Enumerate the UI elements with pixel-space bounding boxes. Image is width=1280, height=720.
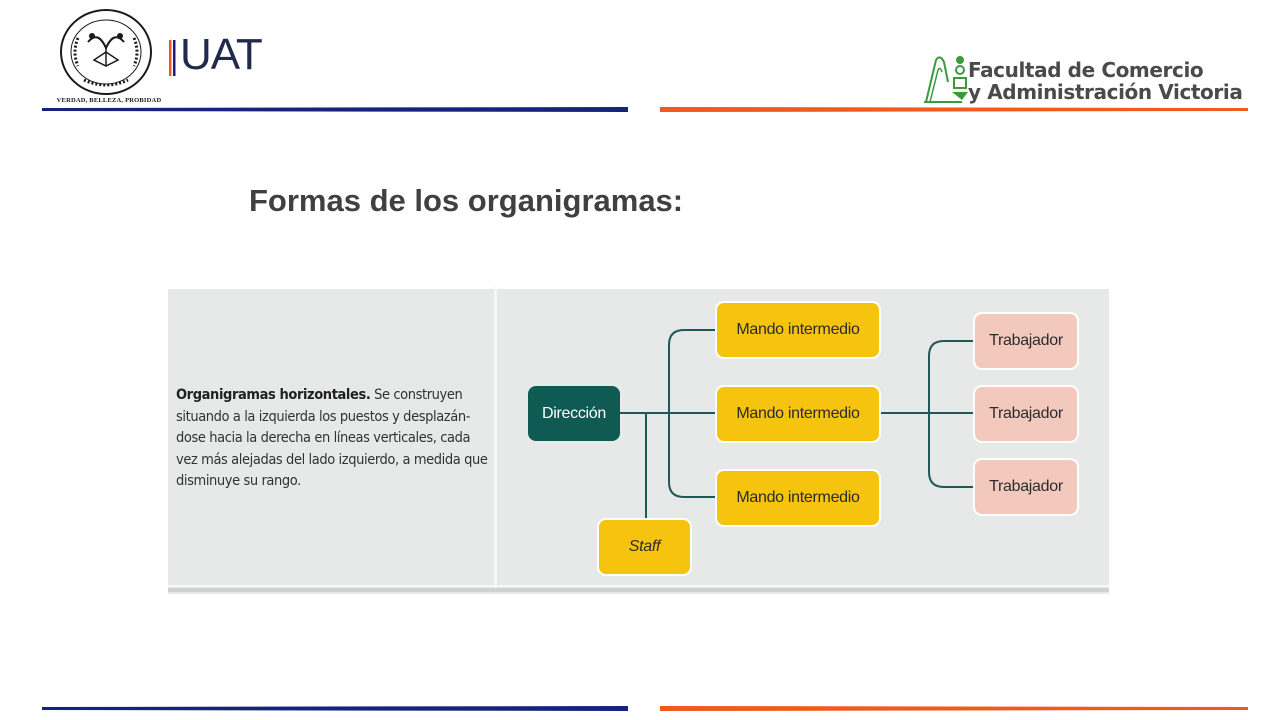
faculty-logo-icon — [924, 56, 968, 103]
org-node-trabajador: Trabajador — [973, 385, 1079, 443]
description-heading: Organigramas horizontales. — [176, 387, 371, 403]
org-node-direccion: Dirección — [528, 386, 620, 441]
faculty-name-line2: y Administración Victoria — [968, 80, 1243, 104]
org-node-mando-intermedio: Mando intermedio — [715, 301, 881, 359]
figure-bottom-strip — [168, 588, 1109, 592]
org-node-mando-intermedio: Mando intermedio — [715, 469, 881, 527]
description-text: Se construyen situando a la izquierda lo… — [176, 387, 488, 489]
org-node-trabajador: Trabajador — [973, 458, 1079, 516]
figure-bottom-line — [168, 585, 1109, 587]
figure-description: Organigramas horizontales. Se construyen… — [176, 385, 492, 493]
page-title: Formas de los organigramas: — [249, 183, 684, 218]
header-divider-orange — [660, 107, 1248, 112]
university-seal-icon — [60, 9, 152, 95]
seal-motto: VERDAD, BELLEZA, PROBIDAD — [56, 97, 162, 104]
header-divider-blue — [42, 107, 628, 112]
uat-bars-icon — [169, 40, 176, 76]
uat-wordmark: UAT — [180, 30, 263, 79]
org-node-staff: Staff — [597, 518, 692, 576]
org-node-trabajador: Trabajador — [973, 312, 1079, 370]
footer-divider-orange — [660, 706, 1248, 711]
figure-divider — [494, 287, 497, 592]
footer-divider-blue — [42, 706, 628, 711]
faculty-name-line1: Facultad de Comercio — [968, 58, 1204, 82]
org-node-mando-intermedio: Mando intermedio — [715, 385, 881, 443]
